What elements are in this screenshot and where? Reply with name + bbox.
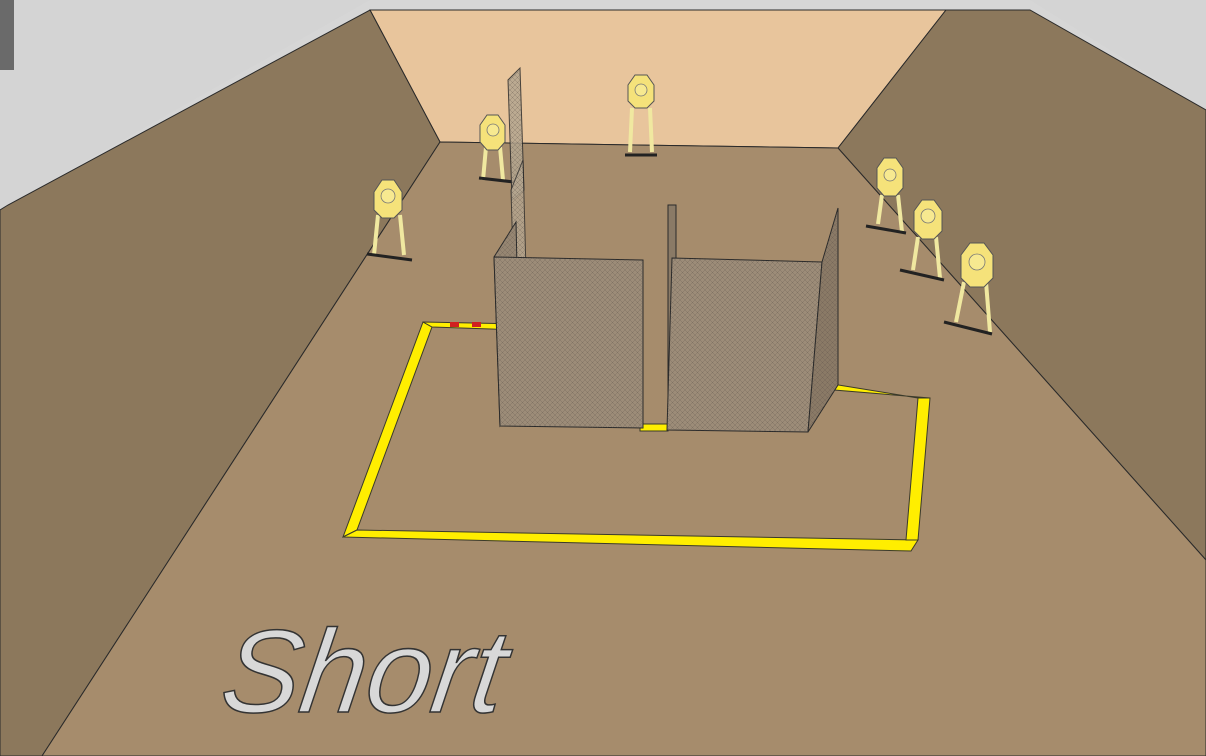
target-stand bbox=[625, 74, 657, 157]
stage-label: Short bbox=[214, 607, 520, 738]
fault-line-marker bbox=[450, 322, 459, 327]
target-stand bbox=[478, 114, 515, 184]
fault-line-marker bbox=[472, 322, 481, 327]
floor bbox=[41, 141, 1206, 756]
barricades bbox=[493, 66, 839, 433]
target-stand bbox=[865, 157, 907, 235]
sky-right bbox=[1030, 0, 1206, 110]
right-wall bbox=[837, 9, 1206, 561]
fault-line-gap bbox=[639, 423, 669, 432]
target-stand bbox=[899, 199, 945, 282]
targets bbox=[366, 74, 994, 336]
target-stand bbox=[366, 179, 413, 262]
window-edge bbox=[0, 0, 14, 70]
shooting-box bbox=[342, 321, 931, 552]
target-stand bbox=[943, 242, 994, 336]
sky-left bbox=[0, 0, 370, 210]
